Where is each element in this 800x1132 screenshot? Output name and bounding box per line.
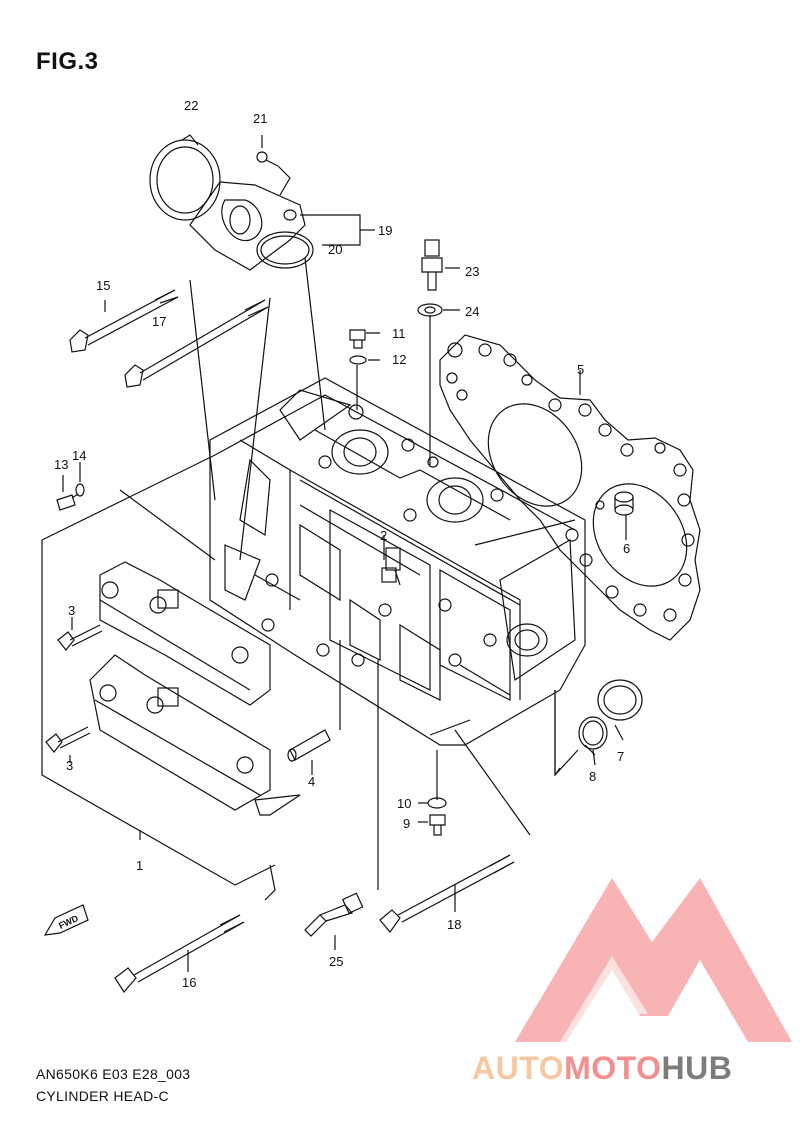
bolt-9 bbox=[418, 814, 446, 836]
bolt-18 bbox=[379, 854, 515, 933]
watermark-logo-icon bbox=[515, 878, 792, 1042]
callout-23: 23 bbox=[465, 264, 479, 279]
washer-10 bbox=[418, 797, 447, 809]
fwd-arrow-icon bbox=[43, 904, 89, 936]
figure-code: AN650K6 E03 E28_003 bbox=[36, 1066, 191, 1082]
callout-18: 18 bbox=[447, 917, 461, 932]
bolt-16 bbox=[114, 914, 245, 994]
callout-1: 1 bbox=[136, 858, 143, 873]
watermark-brand: AUTOMOTOHUB bbox=[472, 1050, 732, 1087]
brand-part-hub: HUB bbox=[661, 1050, 733, 1086]
callout-12: 12 bbox=[392, 352, 406, 367]
cylinder-head-body bbox=[209, 377, 586, 746]
callout-15: 15 bbox=[96, 278, 110, 293]
callout-7: 7 bbox=[617, 749, 624, 764]
head-gasket-5 bbox=[439, 334, 701, 641]
dowel-pin-6 bbox=[614, 491, 634, 540]
callout-5: 5 bbox=[577, 362, 584, 377]
callout-10: 10 bbox=[397, 796, 411, 811]
figure-title: FIG.3 bbox=[36, 48, 99, 75]
callout-22: 22 bbox=[184, 98, 198, 113]
callout-4: 4 bbox=[308, 774, 315, 789]
assembly-frame bbox=[41, 540, 276, 886]
bolt-3-upper bbox=[57, 617, 103, 651]
dowel-2 bbox=[383, 535, 401, 571]
callout-24: 24 bbox=[465, 304, 479, 319]
gasket-24 bbox=[417, 303, 460, 317]
callout-6: 6 bbox=[623, 541, 630, 556]
screw-21 bbox=[256, 135, 291, 196]
callout-14: 14 bbox=[72, 448, 86, 463]
callout-9: 9 bbox=[403, 816, 410, 831]
camshaft-holders bbox=[89, 561, 301, 816]
o-ring-8 bbox=[578, 716, 608, 766]
callout-16: 16 bbox=[182, 975, 196, 990]
temperature-sensor-23 bbox=[421, 239, 460, 291]
leader-lines bbox=[119, 257, 596, 901]
callout-labels: 1 2 3 3 4 5 6 7 8 9 10 11 12 13 14 15 16… bbox=[54, 98, 630, 990]
callout-11: 11 bbox=[392, 326, 406, 341]
callout-3a: 3 bbox=[68, 603, 75, 618]
bolt-17 bbox=[124, 299, 269, 388]
o-ring-20 bbox=[256, 231, 314, 269]
callout-19: 19 bbox=[378, 223, 392, 238]
bolt-11-washer-12 bbox=[349, 329, 380, 365]
bolt-15 bbox=[69, 289, 179, 353]
hose-clamp-22 bbox=[149, 134, 221, 221]
spark-plug-25 bbox=[304, 892, 364, 950]
pin-4 bbox=[287, 729, 331, 775]
callout-2: 2 bbox=[380, 528, 387, 543]
callout-13: 13 bbox=[54, 457, 68, 472]
cap-7 bbox=[597, 679, 643, 741]
callout-3b: 3 bbox=[66, 758, 73, 773]
callout-17: 17 bbox=[152, 314, 166, 329]
water-inlet-19 bbox=[189, 181, 375, 271]
callout-8: 8 bbox=[589, 769, 596, 784]
callout-20: 20 bbox=[328, 242, 342, 257]
bolt-3-lower bbox=[45, 726, 91, 763]
callout-21: 21 bbox=[253, 111, 267, 126]
plug-13-14 bbox=[56, 462, 85, 511]
callout-25: 25 bbox=[329, 954, 343, 969]
figure-name: CYLINDER HEAD-C bbox=[36, 1088, 169, 1104]
brand-part-auto: AUTO bbox=[472, 1050, 565, 1086]
brand-part-moto: MOTO bbox=[564, 1050, 662, 1086]
